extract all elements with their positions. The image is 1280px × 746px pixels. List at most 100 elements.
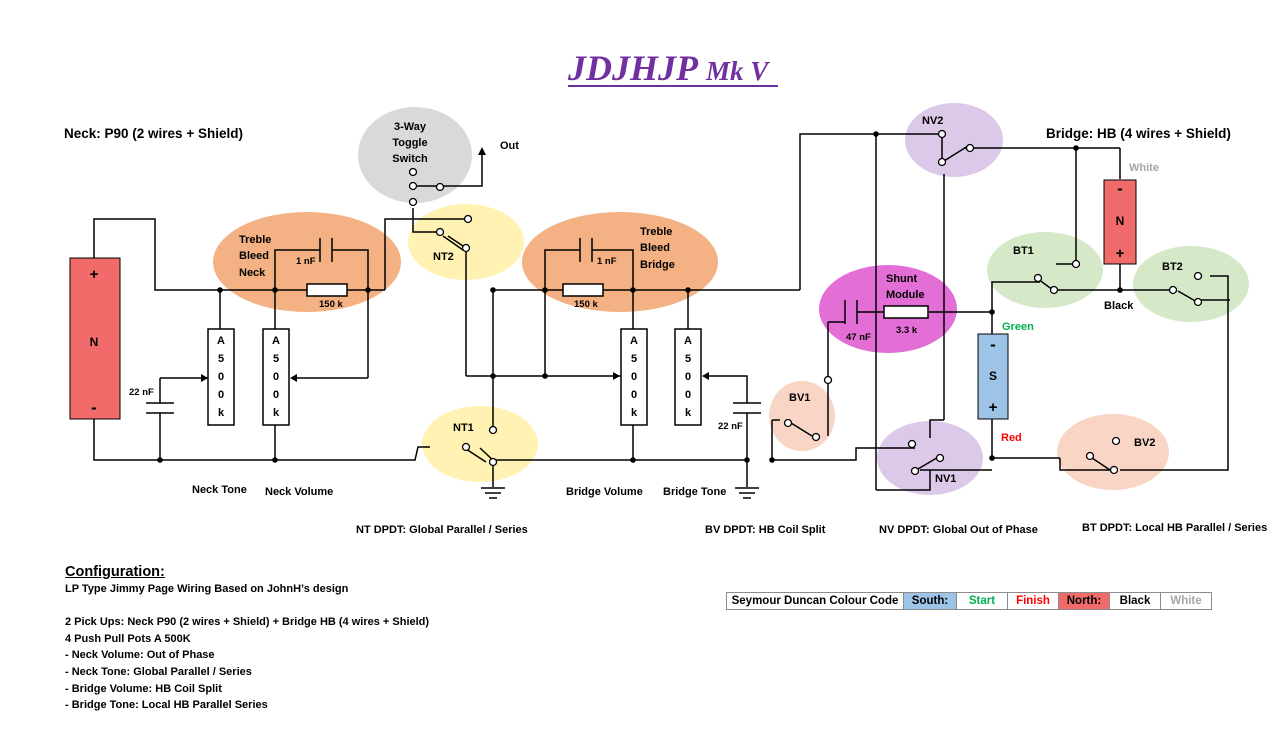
nt2-bg [408,204,524,280]
bridge-volume-label: Bridge Volume [566,486,643,498]
bv-dpdt-label: BV DPDT: HB Coil Split [705,524,826,536]
switch-label-bt2: BT2 [1162,261,1183,273]
pot-value-char: k [631,407,638,419]
nt1-bg [422,406,538,482]
colour-code-legend: Seymour Duncan Colour Code South: Start … [726,592,1212,610]
configuration-line: - Neck Tone: Global Parallel / Series [65,665,252,678]
neck-p90-minus: - [91,398,97,417]
configuration-line: - Bridge Volume: HB Coil Split [65,682,222,695]
switch-label-nv1: NV1 [935,473,956,485]
pot-value-char: A [272,335,280,347]
legend-black: Black [1110,593,1161,609]
output-label: Out [500,140,519,152]
pot-value-char: A [630,335,638,347]
bridge-south-plus: + [989,399,998,416]
bridge-north-coil [1103,179,1137,265]
configuration-line: 2 Pick Ups: Neck P90 (2 wires + Shield) … [65,616,430,629]
shunt-res-value: 3.3 k [896,325,918,336]
bridge-bleed-res-value: 150 k [574,299,598,310]
pot-value-char: 5 [685,353,691,365]
neck-tone-cap-value: 22 nF [129,387,154,398]
treble-bleed-neck-line2: Bleed [239,250,269,262]
pot-value-char: 0 [685,371,691,383]
pots [207,328,702,426]
toggle-line3: Switch [392,153,428,165]
bridge-tone-cap-value: 22 nF [718,421,743,432]
pot-value-char: 5 [218,353,224,365]
nt-dpdt-label: NT DPDT: Global Parallel / Series [356,524,528,536]
pot-value-char: 0 [685,389,691,401]
treble-bleed-neck-line1: Treble [239,234,271,246]
neck-heading: Neck: P90 (2 wires + Shield) [64,126,243,141]
configuration-line: LP Type Jimmy Page Wiring Based on JohnH… [65,583,349,595]
pot-value-char: A [684,335,692,347]
wire-label-green: Green [1002,321,1034,333]
configuration-line: - Neck Volume: Out of Phase [65,649,215,662]
wire-label-red: Red [1001,432,1022,444]
bv2-bg [1057,414,1169,490]
switch-contacts [408,129,1203,476]
treble-bleed-neck-line3: Neck [239,267,266,279]
pot-neck-volume [262,328,290,426]
switch-label-nt2: NT2 [433,251,454,263]
treble-bleed-bridge-line3: Bridge [640,259,675,271]
neck-p90-plus: + [90,266,99,283]
neck-tone-label: Neck Tone [192,484,247,496]
pot-value-char: k [218,407,225,419]
bridge-north-minus: - [1117,179,1123,198]
switch-label-nt1: NT1 [453,422,474,434]
toggle-switch-bg [358,107,472,203]
neck-p90-pickup [69,257,121,420]
wire-label-black: Black [1104,300,1134,312]
bridge-south-minus: - [990,335,996,354]
configuration-heading: Configuration: [65,564,165,580]
shunt-line1: Shunt [886,273,917,285]
nv1-bg [877,421,983,495]
neck-bleed-res-value: 150 k [319,299,343,310]
neck-volume-label: Neck Volume [265,486,333,498]
toggle-line2: Toggle [392,137,427,149]
pot-value-char: A [217,335,225,347]
bridge-north-plus: + [1116,245,1125,262]
bt-dpdt-label: BT DPDT: Local HB Parallel / Series [1082,522,1267,534]
pot-value-char: 0 [273,389,279,401]
wiring [93,133,1230,491]
bridge-tone-label: Bridge Tone [663,486,726,498]
resistor-shunt [883,305,929,319]
component-backgrounds [213,103,1249,495]
configuration-line: - Bridge Tone: Local HB Parallel Series [65,699,268,712]
bridge-south-coil [977,333,1009,420]
pot-value-char: 5 [631,353,637,365]
bridge-bleed-cap-value: 1 nF [597,256,617,267]
pot-value-char: 5 [273,353,279,365]
nv2-bg [905,103,1003,177]
pot-bridge-tone [674,328,702,426]
pot-wipers [201,147,709,382]
legend-title: Seymour Duncan Colour Code [727,593,904,609]
treble-bleed-bridge-line2: Bleed [640,242,670,254]
legend-south: South: [904,593,957,609]
shunt-line2: Module [886,289,925,301]
configuration-line: 4 Push Pull Pots A 500K [65,632,191,645]
resistor-neck-bleed [306,283,348,297]
bridge-south-name: S [989,369,997,383]
switch-label-nv2: NV2 [922,115,943,127]
legend-white: White [1170,595,1202,607]
legend-start: Start [957,593,1008,609]
resistor-bridge-bleed [562,283,604,297]
wire-label-white: White [1129,162,1159,174]
configuration-line [65,598,429,615]
treble-bleed-neck-bg [213,212,401,312]
pot-value-char: 0 [218,371,224,383]
pot-value-char: 0 [273,371,279,383]
pot-value-char: k [273,407,280,419]
switch-label-bv1: BV1 [789,392,810,404]
pot-bridge-volume [620,328,648,426]
pot-value-char: 0 [218,389,224,401]
shunt-cap-value: 47 nF [846,332,871,343]
pot-value-char: k [685,407,692,419]
pot-value-char: 0 [631,389,637,401]
bt2-bg [1133,246,1249,322]
bridge-north-name: N [1116,214,1125,228]
nv-dpdt-label: NV DPDT: Global Out of Phase [879,524,1038,536]
